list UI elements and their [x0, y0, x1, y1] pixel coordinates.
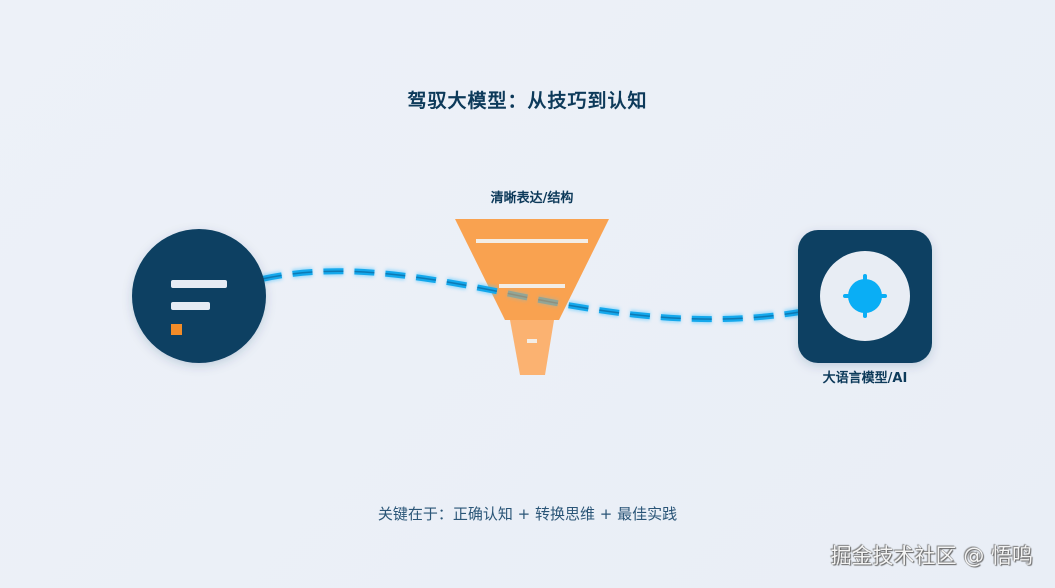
diagram-title: 驾驭大模型：从技巧到认知	[407, 90, 648, 112]
target-crosshair-icon	[843, 274, 887, 318]
funnel-line-top	[476, 239, 588, 243]
watermark: 掘金技术社区 @ 悟鸣	[830, 544, 1033, 568]
document-lines-icon	[171, 280, 227, 335]
dashed-connector	[261, 266, 801, 324]
funnel-label: 清晰表达/结构	[490, 191, 574, 206]
footer-caption: 关键在于：正确认知 + 转换思维 + 最佳实践	[377, 505, 678, 523]
ai-label: 大语言模型/AI	[822, 371, 908, 386]
user-node	[132, 229, 266, 363]
funnel-line-bottom	[527, 339, 537, 343]
